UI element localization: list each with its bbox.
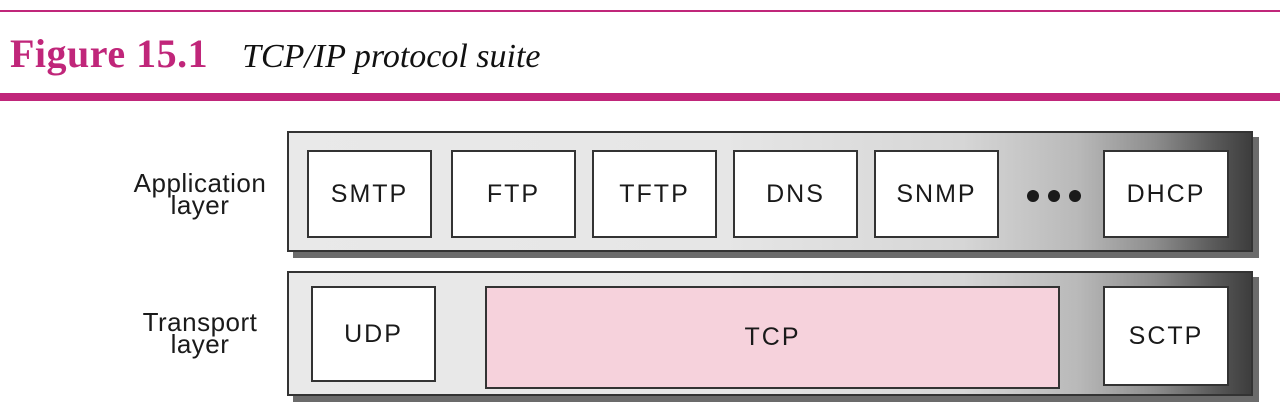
transport-layer-label: Transport layer: [142, 307, 258, 359]
protocol-smtp: SMTP: [307, 150, 432, 238]
application-layer-label: Application layer: [133, 168, 267, 220]
protocol-snmp: SNMP: [874, 150, 999, 238]
figure-label: Figure 15.1: [10, 31, 209, 76]
protocol-tftp: TFTP: [592, 150, 717, 238]
protocol-udp: UDP: [311, 286, 436, 382]
protocol-sctp: SCTP: [1103, 286, 1229, 386]
protocol-dns: DNS: [733, 150, 858, 238]
ellipsis-dot: [1069, 190, 1081, 202]
figure-title: Figure 15.1 TCP/IP protocol suite: [10, 30, 541, 80]
protocol-dhcp: DHCP: [1103, 150, 1229, 238]
protocol-ftp: FTP: [451, 150, 576, 238]
figure-caption: TCP/IP protocol suite: [242, 38, 541, 75]
ellipsis-dot: [1048, 190, 1060, 202]
top-rule: [0, 10, 1280, 12]
title-underline: [0, 93, 1280, 101]
protocol-tcp: TCP: [485, 286, 1060, 389]
ellipsis-dot: [1027, 190, 1039, 202]
more-protocols-ellipsis: [1027, 190, 1081, 202]
